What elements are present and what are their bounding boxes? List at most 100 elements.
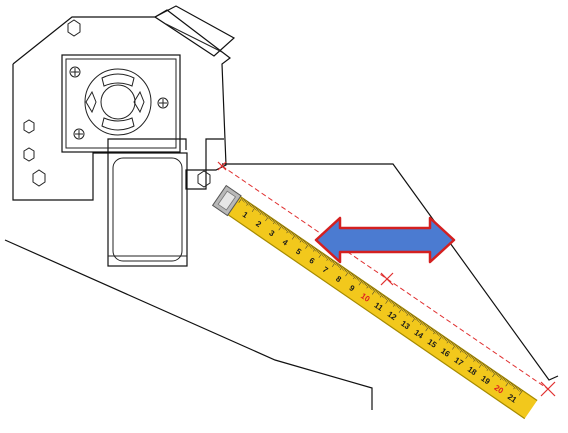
tape-tick — [486, 367, 490, 371]
top-tab-inner — [165, 23, 223, 53]
tape-tick — [470, 355, 472, 358]
bayonet-slot-bottom — [101, 117, 135, 131]
tape-tick — [439, 334, 442, 337]
tape-tick — [328, 258, 331, 261]
tape-tick — [261, 212, 264, 215]
tape-tick — [465, 353, 470, 359]
tape-tick — [406, 312, 410, 316]
tape-tick — [315, 248, 318, 252]
bracket-outline — [222, 163, 559, 381]
tape-tick — [446, 338, 448, 342]
tape-tick — [277, 223, 280, 226]
tape-tick — [304, 241, 307, 244]
tape-tick — [382, 294, 384, 298]
tape-tick — [276, 222, 279, 225]
tape-tick — [432, 329, 435, 333]
tape-tick — [379, 293, 383, 298]
tape-tick — [425, 326, 430, 332]
housing-outline — [12, 9, 231, 190]
tape-tick — [416, 318, 419, 322]
tape-tick — [403, 309, 406, 312]
tape-tick — [368, 285, 371, 289]
tape-tick — [473, 358, 476, 362]
tape-tick — [379, 293, 382, 296]
tape-tick — [408, 313, 411, 316]
tape-tick — [482, 363, 484, 367]
tape-tick — [275, 221, 278, 224]
tape-tick — [508, 382, 511, 385]
x-marker-icon — [540, 381, 556, 397]
tape-tick — [422, 322, 424, 325]
tape-tick — [283, 226, 286, 230]
tape-number-label: 6 — [307, 256, 316, 266]
motor-plate — [61, 54, 181, 153]
tape-tick — [486, 366, 488, 369]
tape-number-label: 2 — [254, 219, 263, 229]
tape-tick — [339, 265, 342, 268]
measurement-line — [221, 165, 549, 390]
tape-tick — [415, 317, 418, 321]
tape-tick — [383, 295, 386, 299]
tape-tick — [463, 350, 466, 354]
tape-tick — [503, 378, 506, 381]
tape-tick — [471, 356, 474, 359]
tape-tick — [451, 342, 454, 345]
housing-lower-outline — [12, 64, 187, 201]
tape-tick — [318, 252, 323, 258]
tape-tick — [385, 298, 390, 304]
tape-tick — [505, 381, 510, 387]
tape-tick — [431, 328, 434, 332]
tape-tick — [238, 197, 243, 203]
motor-plate-inner — [65, 58, 177, 149]
tape-number-label: 1 — [241, 210, 250, 220]
tape-tick — [484, 365, 487, 368]
tape-tick — [351, 273, 354, 277]
tape-tick — [502, 377, 505, 380]
tape-tick — [515, 386, 518, 389]
tape-tick — [402, 308, 404, 311]
tape-tick — [393, 303, 396, 307]
tape-tick — [398, 305, 400, 309]
tape-tick — [466, 352, 468, 356]
tape-tick — [241, 198, 244, 201]
tape-tick — [268, 216, 271, 220]
tape-tick — [426, 325, 428, 328]
tape-tick — [476, 360, 479, 363]
tape-tick — [278, 225, 283, 231]
tape-tick — [311, 246, 314, 249]
tape-tick — [442, 336, 444, 339]
double-headed-arrow-icon — [314, 216, 456, 264]
screw-icon — [157, 97, 169, 109]
tape-tick — [321, 253, 324, 256]
tape-end-hook-inner — [217, 190, 237, 211]
tape-tick — [506, 380, 509, 383]
tape-tick — [498, 374, 500, 378]
tape-tick — [364, 282, 367, 286]
tape-tick — [248, 203, 251, 206]
tape-tick — [518, 390, 523, 396]
tape-tick — [399, 306, 402, 310]
tape-tick — [419, 321, 423, 326]
tape-tick — [492, 371, 496, 378]
tape-tick — [349, 272, 352, 276]
tape-tick — [512, 384, 515, 388]
tape-tick — [301, 239, 304, 243]
tape-tick — [332, 260, 335, 264]
bayonet-slot-top — [101, 73, 135, 87]
tape-tick — [376, 291, 379, 294]
tape-tick — [348, 271, 351, 275]
tape-tick — [456, 346, 459, 349]
tape-tick — [424, 324, 427, 327]
tape-blade — [219, 190, 538, 419]
tape-tick — [406, 311, 408, 314]
tape-tick — [359, 279, 362, 282]
tape-number-label: 5 — [294, 247, 303, 257]
tape-tick — [499, 375, 502, 378]
hex-nut-icon — [23, 119, 35, 134]
motor-body — [107, 152, 188, 267]
tape-tick — [296, 236, 299, 239]
motor-center-ring — [84, 68, 152, 136]
tape-tick — [285, 228, 288, 232]
tape-edge-bottom — [219, 208, 526, 420]
